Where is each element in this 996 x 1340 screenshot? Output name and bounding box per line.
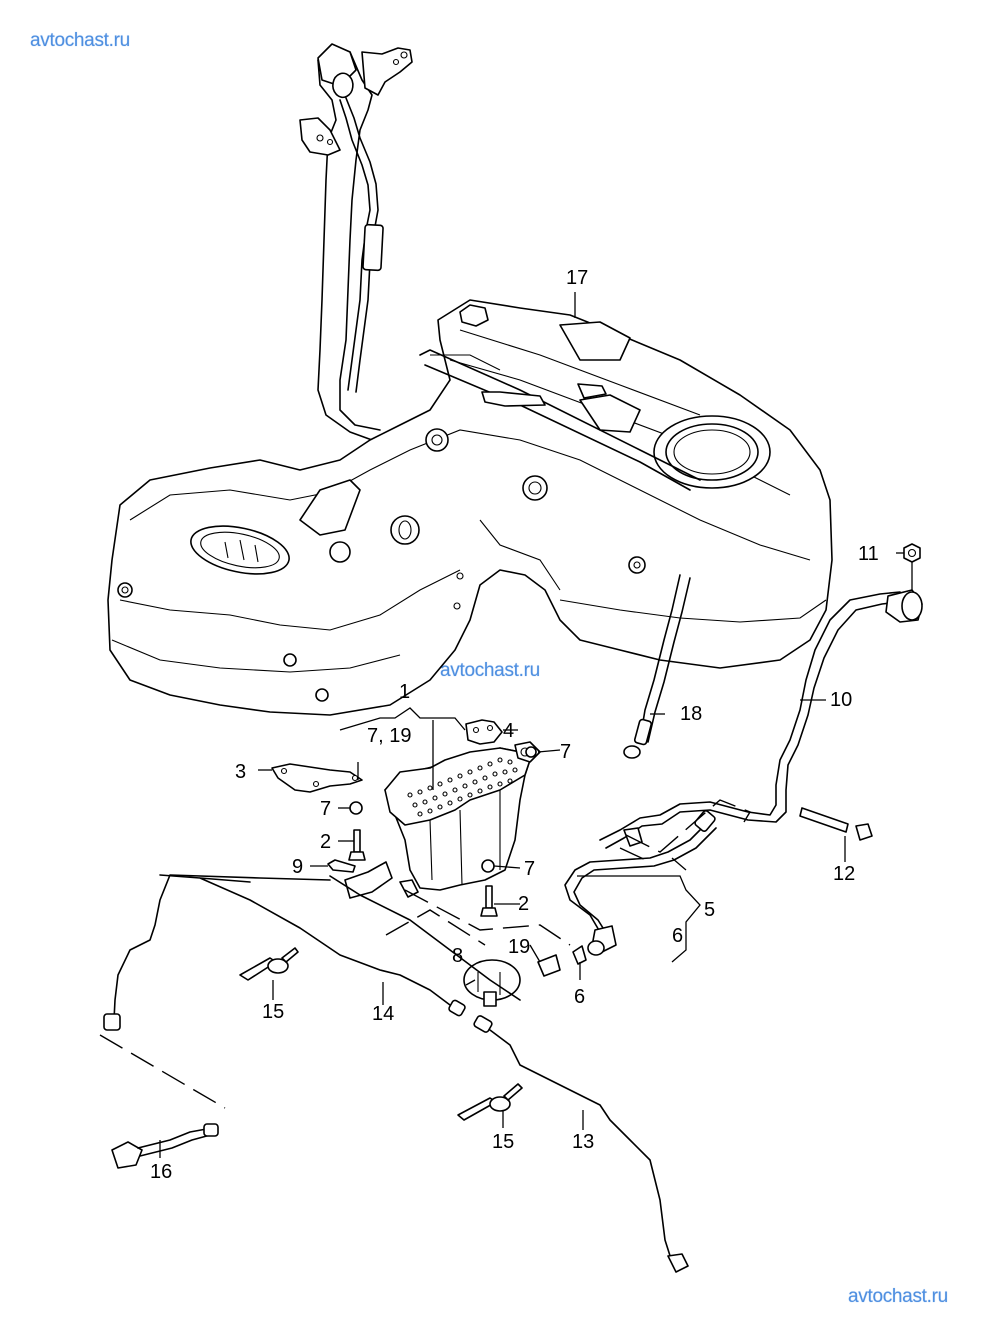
canister-perforations: [407, 757, 518, 817]
callout-11: 11: [858, 543, 879, 565]
clip-15-upper: [239, 947, 299, 981]
watermark-center: avtochast.ru: [440, 660, 540, 681]
callout-9: 9: [292, 856, 303, 878]
washer-7-left: [349, 801, 363, 815]
callout-8: 8: [452, 945, 463, 967]
callout-13: 13: [572, 1131, 594, 1153]
callout-1: 1: [399, 681, 410, 703]
fuel-line-13: [489, 1029, 689, 1273]
clip-12: [799, 807, 873, 841]
callout-14: 14: [372, 1003, 394, 1025]
callout-7-lower: 7: [524, 858, 535, 880]
callout-5: 5: [704, 899, 715, 921]
washer-7-lower: [481, 859, 495, 873]
carbon-canister: [384, 741, 541, 898]
washer-7-upper: [525, 746, 537, 758]
clip-15-lower: [457, 1083, 523, 1121]
pipe-18: [623, 574, 691, 759]
callout-7-left: 7: [320, 798, 331, 820]
spring-19: [537, 954, 561, 977]
callout-7-19: 7, 19: [367, 725, 411, 747]
callout-6-lower: 6: [574, 986, 585, 1008]
callout-19: 19: [508, 936, 530, 958]
callout-7-upper: 7: [560, 741, 571, 763]
callout-18: 18: [680, 703, 702, 725]
callout-15-lower: 15: [492, 1131, 514, 1153]
watermark-top-left: avtochast.ru: [30, 30, 130, 51]
clip-6: [572, 945, 587, 965]
callout-3: 3: [235, 761, 246, 783]
callout-2-left: 2: [320, 831, 331, 853]
bracket-mount: [344, 861, 393, 899]
fuel-line-14: [103, 874, 521, 1033]
callout-2-right: 2: [518, 893, 529, 915]
callout-6-right: 6: [672, 925, 683, 947]
callout-15-upper: 15: [262, 1001, 284, 1023]
bracket-3: [271, 763, 363, 793]
pipe-10: [599, 543, 923, 849]
hose-5-6: [564, 799, 752, 956]
screw-2-left: [353, 829, 361, 853]
filler-neck: [299, 43, 413, 441]
callout-16: 16: [150, 1161, 172, 1183]
fuel-tank: [107, 299, 833, 716]
screw-2-right: [485, 885, 493, 909]
callout-4: 4: [503, 720, 514, 742]
callout-12: 12: [833, 863, 855, 885]
leader-lines: [159, 292, 904, 1158]
bracket-4: [465, 719, 503, 745]
callout-10: 10: [830, 689, 852, 711]
watermark-bottom-right: avtochast.ru: [848, 1286, 948, 1307]
callout-17: 17: [566, 267, 588, 289]
connector-16: [99, 1034, 226, 1169]
screw-9: [327, 859, 356, 873]
